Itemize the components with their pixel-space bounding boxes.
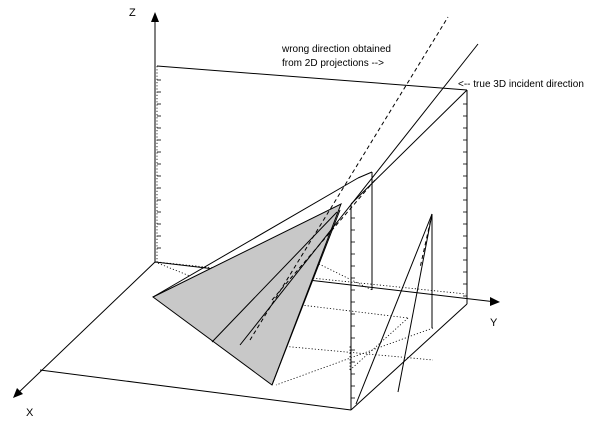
front-bottom-edge [39,369,352,411]
cone-3d [152,177,359,386]
xz-projection [355,213,433,405]
x-axis-label: X [26,407,34,419]
y-axis-arrowhead [490,297,500,306]
x-axis [15,261,156,396]
xz-projection-outer-edge [355,213,433,405]
z-axis-arrowhead [151,12,159,22]
cone-upper-edge [152,177,359,298]
cone-axis-line [211,211,338,343]
cone-shaded-face [152,202,342,386]
yz-projection [357,171,373,290]
x-axis-arrowhead [13,388,23,398]
xz-projection-dashed [419,213,433,269]
cone-lower-edge [271,209,341,386]
xz-projection-inner-edge [397,213,433,393]
top-right-diagonal [350,89,468,205]
floor-grid-line [275,327,434,386]
floor-grid-line [259,299,409,319]
back-wall-bottom-edge [156,261,467,295]
true-direction-label: <-- true 3D incident direction [458,79,584,90]
floor-grid-line [349,317,409,371]
wrong-direction-line [249,16,449,341]
projection-top-edge [357,171,373,179]
y-axis-label: Y [490,317,498,329]
tick-marks [157,79,467,399]
box-frame [39,65,468,411]
wrong-direction-label-line2: from 2D projections --> [282,58,384,69]
wrong-direction-lines [249,16,449,341]
wrong-direction-label-line1: wrong direction obtained [281,44,391,55]
box-back-wall [156,66,467,295]
true-direction-line [239,43,479,346]
back-top-edge [156,65,468,91]
z-axis-label: Z [129,7,136,19]
wrong-direction-helper [271,179,376,301]
floor-right-edge [350,303,468,411]
